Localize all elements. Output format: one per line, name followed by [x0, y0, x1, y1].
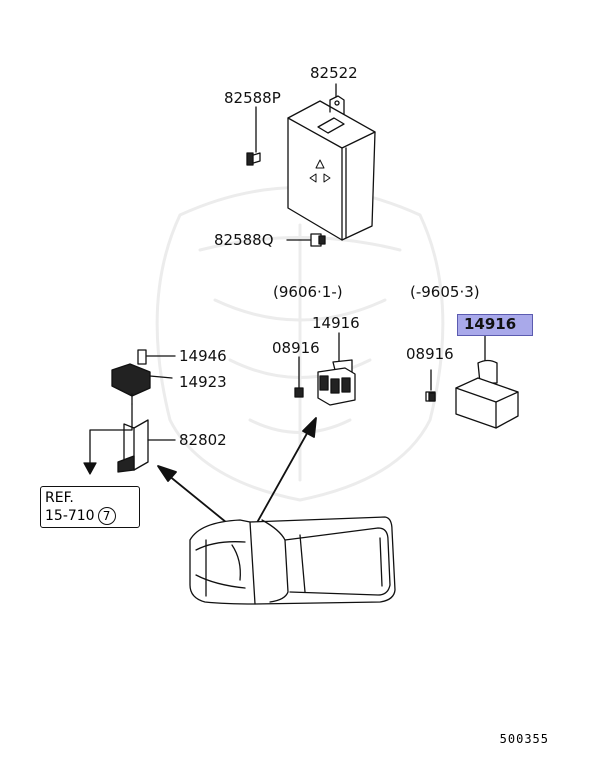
reference-circled-number: 7 — [97, 507, 116, 525]
label-relay-new: 14916 — [312, 314, 360, 332]
location-arrows — [157, 417, 317, 529]
relay-14916-new — [317, 332, 356, 406]
relay-14916-old — [455, 334, 519, 429]
ref-arrow — [83, 462, 97, 475]
label-spec-new: (9606·1-) — [273, 283, 343, 301]
label-screw-p: 82588P — [224, 89, 281, 107]
label-screw-q: 82588Q — [214, 231, 274, 249]
vehicle-outline — [189, 516, 396, 605]
reference-page: 15-710 — [45, 508, 95, 524]
ecu-module — [287, 83, 376, 241]
label-sensor: 14923 — [179, 373, 227, 391]
label-bracket: 82802 — [179, 431, 227, 449]
screw-82588p — [246, 106, 261, 166]
ref-leader-line — [89, 403, 133, 464]
sensor-14923 — [111, 349, 176, 405]
screw-82588q — [286, 233, 326, 247]
label-sensor-bolt: 14946 — [179, 347, 227, 365]
reference-line1: REF. — [45, 490, 74, 506]
label-bolt-a: 08916 — [272, 339, 320, 357]
bracket-82802 — [117, 419, 176, 473]
label-spec-old: (-9605·3) — [410, 283, 480, 301]
label-bolt-b: 08916 — [406, 345, 454, 363]
label-relay-old-highlighted[interactable]: 14916 — [457, 314, 533, 336]
bolt-08916-b — [425, 369, 436, 402]
bolt-08916-a — [294, 356, 304, 398]
label-ecu: 82522 — [310, 64, 358, 82]
diagram-code: 500355 — [499, 732, 549, 746]
